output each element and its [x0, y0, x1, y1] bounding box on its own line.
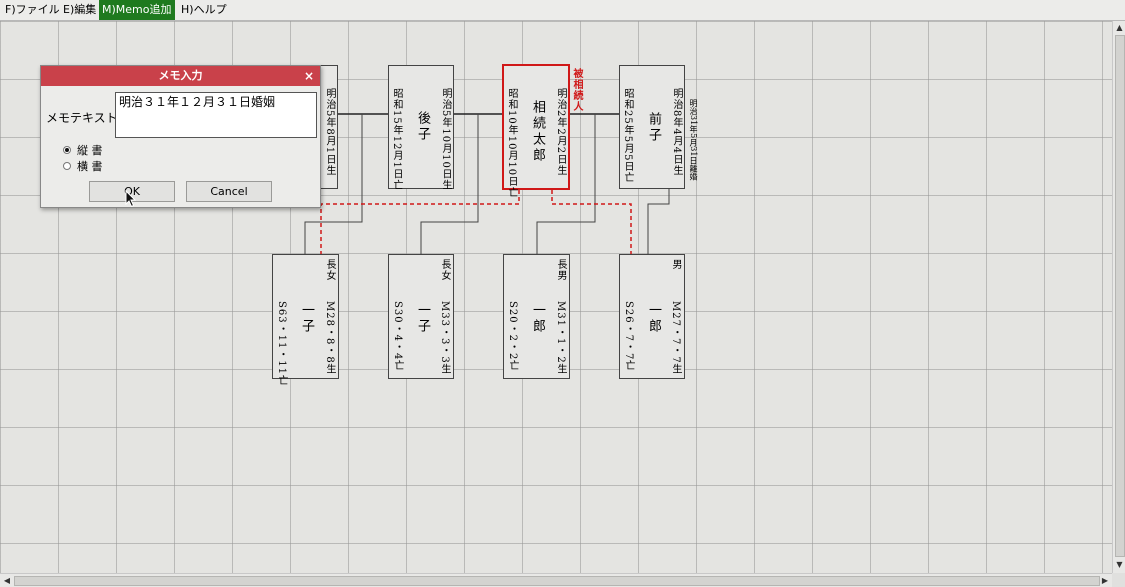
decedent-birth: 明治2年2月2日生	[555, 88, 566, 177]
child-2-relation: 長女	[439, 259, 450, 281]
child-4-name: 一郎	[646, 303, 661, 335]
child-card-2[interactable]: 長女 M33・3・3生 一子 S30・4・4亡	[388, 254, 454, 379]
child-1-name: 一子	[299, 303, 314, 335]
parent-card-2[interactable]: 明治5年10月10日生 後子 昭和15年12月1日亡	[388, 65, 454, 191]
parent-4-death: 昭和25年5月5日亡	[622, 88, 633, 184]
parent-1-birth: 明治5年8月1日生	[324, 88, 335, 177]
mouse-pointer-icon	[125, 190, 137, 208]
divorce-memo[interactable]: 明治31年5月31日離婚	[689, 99, 698, 181]
parent-4-name: 前子	[646, 112, 661, 144]
child-card-1[interactable]: 長女 M28・8・8生 一子 S63・11・11亡	[272, 254, 339, 386]
child-2-birth: M33・3・3生	[439, 301, 450, 375]
radio-horizontal-label: 横 書	[77, 160, 103, 173]
child-3-name: 一郎	[530, 303, 545, 335]
scroll-right-icon[interactable]: ▶	[1101, 576, 1109, 585]
memo-input-dialog: メモ入力 × メモテキスト 明治３１年１２月３１日婚姻 縦 書 横 書 OK C…	[40, 65, 321, 208]
child-2-name: 一子	[415, 303, 430, 335]
parent-card-4[interactable]: 明治8年4月4日生 前子 昭和25年5月5日亡	[619, 65, 685, 189]
scroll-corner	[1112, 573, 1125, 587]
child-3-birth: M31・1・2生	[555, 301, 566, 375]
cancel-button[interactable]: Cancel	[186, 181, 272, 202]
decedent-card[interactable]: 明治2年2月2日生 相続太郎 昭和10年10月10日亡	[502, 64, 570, 198]
parent-2-birth: 明治5年10月10日生	[440, 88, 451, 191]
menu-help[interactable]: H)ヘルプ	[181, 3, 227, 16]
child-1-birth: M28・8・8生	[324, 301, 335, 375]
child-3-relation: 長男	[555, 259, 566, 281]
memo-text-input[interactable]: 明治３１年１２月３１日婚姻	[115, 92, 317, 138]
parent-2-death: 昭和15年12月1日亡	[391, 88, 402, 191]
decedent-name: 相続太郎	[530, 100, 545, 164]
dialog-title: メモ入力	[158, 69, 203, 82]
radio-horizontal-writing[interactable]: 横 書	[63, 158, 103, 174]
scroll-left-icon[interactable]: ◀	[3, 576, 11, 585]
child-2-death: S30・4・4亡	[392, 301, 403, 372]
horizontal-scroll-thumb[interactable]	[14, 576, 1100, 586]
menu-memo-add[interactable]: M)Memo追加	[99, 0, 175, 20]
child-4-relation: 男	[670, 259, 681, 270]
dialog-title-bar[interactable]: メモ入力 ×	[41, 66, 320, 86]
child-3-death: S20・2・2亡	[507, 301, 518, 372]
decedent-death: 昭和10年10月10日亡	[506, 88, 517, 199]
parent-4-birth: 明治8年4月4日生	[671, 88, 682, 177]
memo-text-label: メモテキスト	[46, 111, 118, 125]
child-card-4[interactable]: 男 M27・7・7生 一郎 S26・7・7亡	[619, 254, 685, 379]
menu-edit[interactable]: E)編集	[63, 3, 97, 16]
vertical-scrollbar[interactable]: ▲ ▼	[1112, 21, 1125, 573]
decedent-label: 被相続人	[571, 68, 582, 112]
child-4-birth: M27・7・7生	[670, 301, 681, 375]
horizontal-scrollbar[interactable]: ◀ ▶	[0, 573, 1112, 587]
scroll-up-icon[interactable]: ▲	[1116, 23, 1123, 32]
child-4-death: S26・7・7亡	[623, 301, 634, 372]
child-1-relation: 長女	[324, 259, 335, 281]
radio-horizontal-icon[interactable]	[63, 162, 71, 170]
menu-bar: F)ファイル E)編集 M)Memo追加 H)ヘルプ	[0, 0, 1125, 21]
vertical-scroll-thumb[interactable]	[1115, 35, 1125, 557]
scroll-down-icon[interactable]: ▼	[1116, 560, 1123, 569]
radio-vertical-writing[interactable]: 縦 書	[63, 142, 103, 158]
radio-vertical-icon[interactable]	[63, 146, 71, 154]
menu-file[interactable]: F)ファイル	[5, 3, 60, 16]
radio-vertical-label: 縦 書	[77, 144, 103, 157]
close-icon[interactable]: ×	[303, 69, 314, 83]
child-card-3[interactable]: 長男 M31・1・2生 一郎 S20・2・2亡	[503, 254, 570, 379]
child-1-death: S63・11・11亡	[276, 301, 287, 387]
parent-2-name: 後子	[415, 111, 430, 143]
